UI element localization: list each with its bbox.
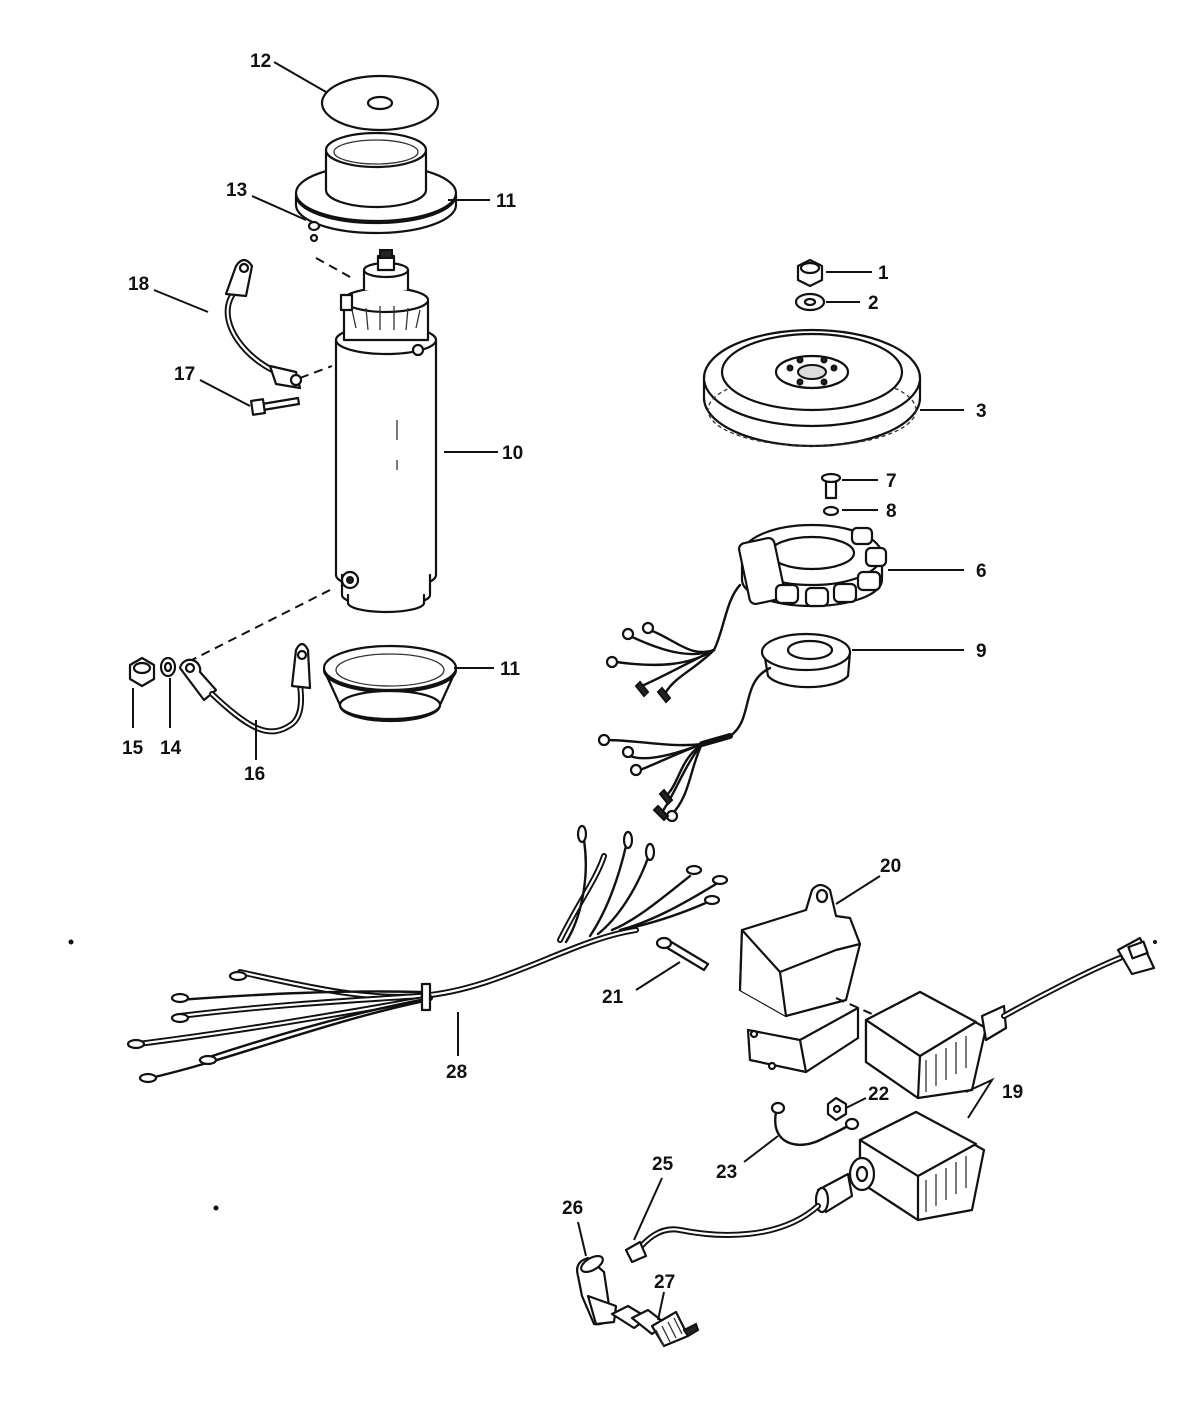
part-23-ground-wire: [770, 1101, 860, 1146]
part-20-coil-bracket: [738, 883, 862, 1074]
part-9-trigger-wires: [597, 666, 772, 823]
part-7-screw: [820, 472, 842, 500]
stray-mark: [1153, 940, 1157, 944]
callout-12: 12: [250, 51, 271, 72]
part-27-spark-plug: [610, 1304, 700, 1348]
callout-19-bracket: [965, 1077, 995, 1119]
part-6-stator: [737, 523, 888, 608]
callout-9: 9: [976, 641, 987, 662]
part-6-stator-wires: [605, 583, 742, 704]
callout-23: 23: [716, 1162, 737, 1183]
callout-labels: 12 11 13 18 17 10 11 15 14 16 1 2 3 7 8 …: [122, 51, 1023, 1293]
part-10-starter-motor: [334, 249, 438, 614]
part-8-washer: [822, 505, 840, 517]
part-19-ignition-coil-upper: [864, 936, 1156, 1100]
callout-2: 2: [868, 293, 879, 314]
callout-22: 22: [868, 1084, 889, 1105]
callout-16: 16: [244, 764, 265, 785]
part-14-lockwasher: [159, 656, 177, 678]
assembly-line-20: [835, 997, 873, 1015]
part-3-flywheel: [702, 328, 922, 448]
part-13-lockwasher: [307, 220, 321, 243]
part-15-nut: [128, 656, 156, 688]
part-28-wiring-harness: [126, 824, 729, 1084]
callout-26: 26: [562, 1198, 583, 1219]
callout-6: 6: [976, 561, 987, 582]
assembly-line-13: [315, 257, 353, 279]
part-18-cable: [224, 258, 303, 390]
part-17-screw: [249, 396, 301, 416]
callout-11-upper: 11: [496, 191, 517, 212]
callout-21: 21: [602, 987, 624, 1008]
part-16-cable: [178, 642, 312, 735]
callout-10: 10: [502, 443, 523, 464]
part-26-spark-plug-boot: [576, 1254, 618, 1326]
part-1-flywheel-nut: [796, 258, 824, 288]
part-2-flywheel-washer: [794, 292, 826, 312]
callout-7: 7: [886, 471, 897, 492]
callout-27: 27: [654, 1272, 675, 1293]
callout-14: 14: [160, 738, 182, 759]
callout-25: 25: [652, 1154, 674, 1175]
assembly-line-18: [299, 365, 333, 379]
part-11-upper-bushing: [294, 131, 458, 235]
part-19-ignition-coil-lower: [814, 1110, 986, 1222]
stray-mark: [213, 1205, 219, 1211]
callout-18: 18: [128, 274, 149, 295]
assembly-line-16: [181, 589, 331, 666]
callout-3: 3: [976, 401, 987, 422]
callout-leaders: [132, 61, 964, 1321]
callout-13: 13: [226, 180, 247, 201]
part-12-washer: [320, 74, 440, 132]
part-11-lower-bushing: [322, 644, 458, 723]
part-25-high-tension-lead: [624, 1203, 821, 1264]
callout-1: 1: [878, 263, 889, 284]
callout-8: 8: [886, 501, 897, 522]
stray-mark: [68, 939, 74, 945]
part-22-nut: [826, 1096, 848, 1122]
callout-19: 19: [1002, 1082, 1023, 1103]
callout-20: 20: [880, 856, 901, 877]
part-9-trigger: [760, 632, 852, 689]
callout-17: 17: [174, 364, 195, 385]
part-21-bolt: [655, 936, 710, 972]
callout-11-lower: 11: [500, 659, 521, 680]
callout-15: 15: [122, 738, 144, 759]
callout-28: 28: [446, 1062, 467, 1083]
